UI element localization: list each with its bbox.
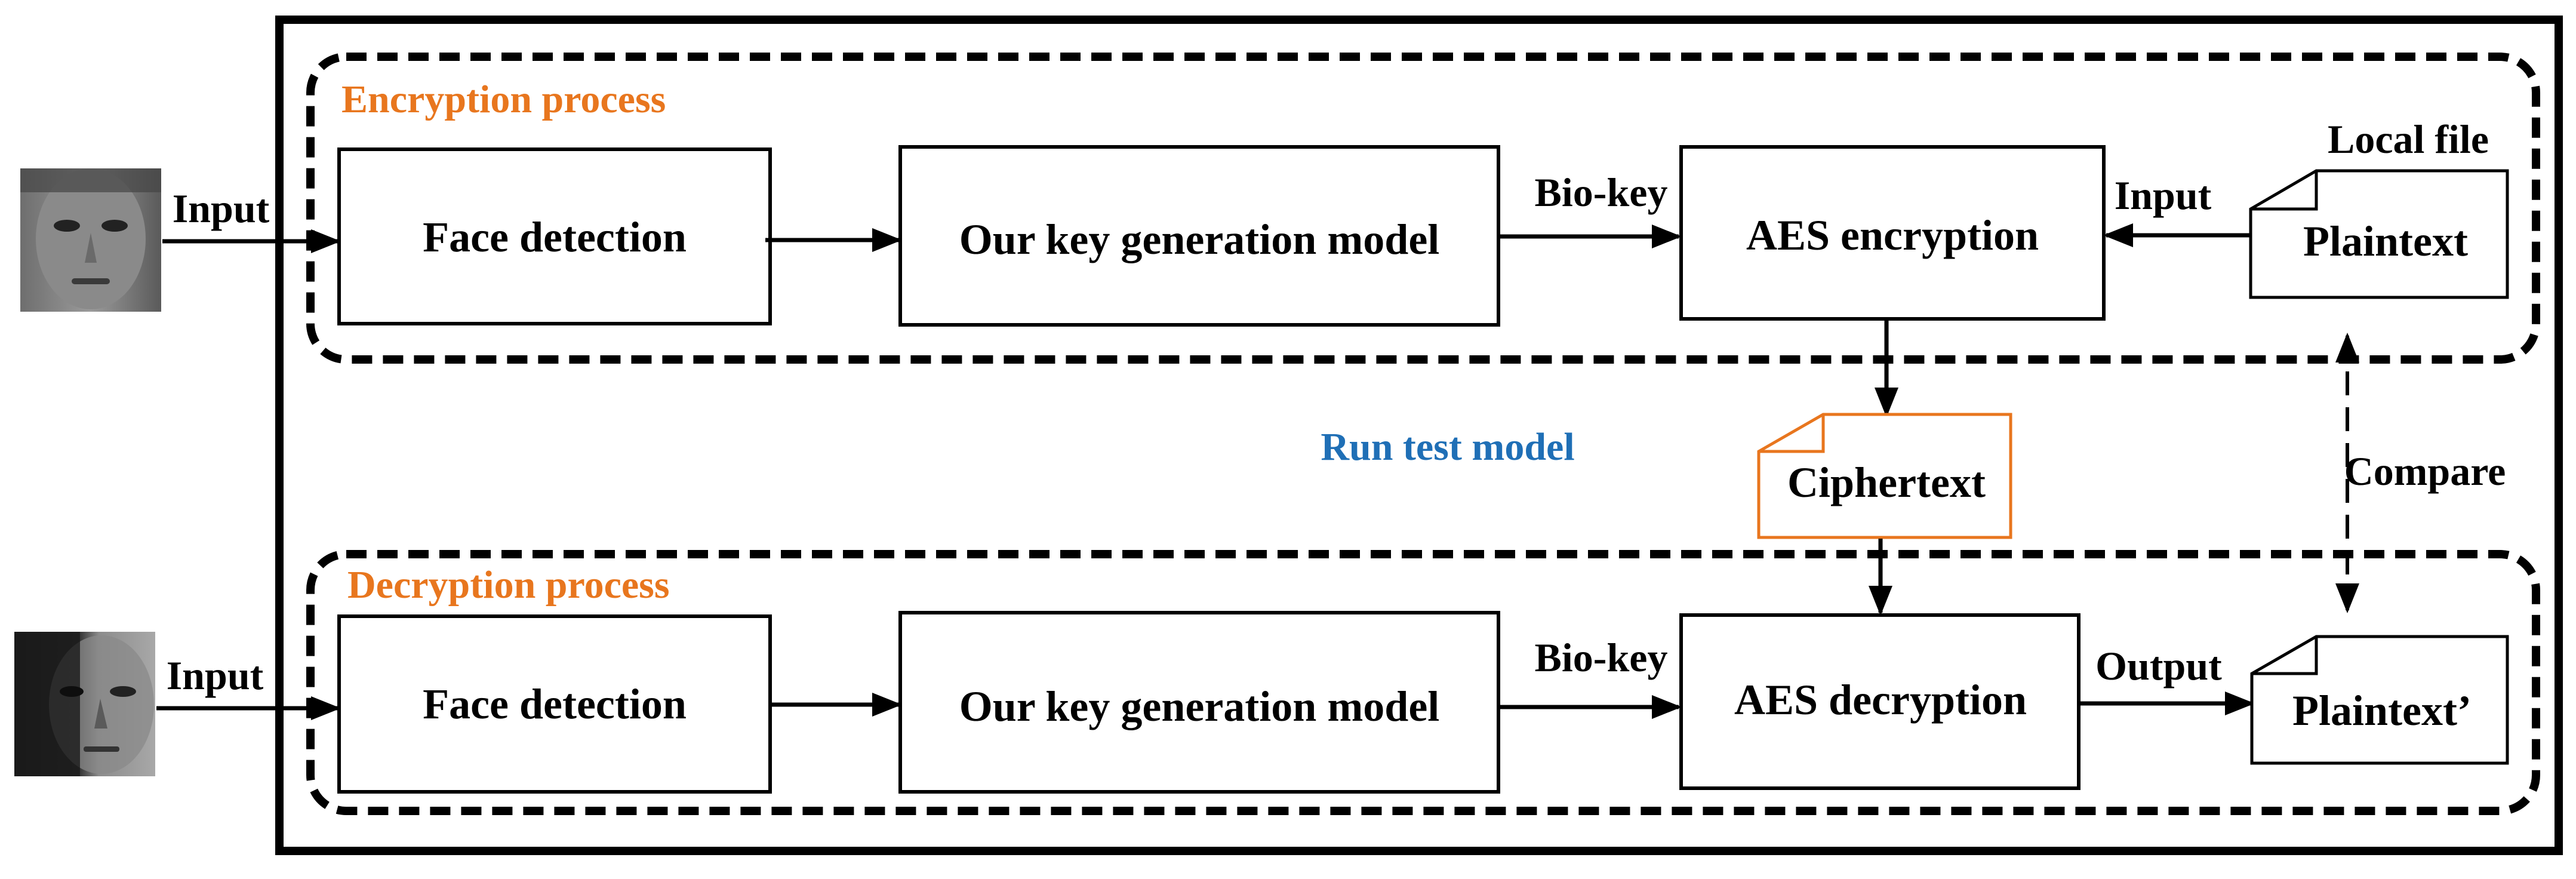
plaintext-document: Plaintext bbox=[2249, 169, 2509, 299]
decryption-group bbox=[306, 550, 2540, 815]
face-detection-box-top: Face detection bbox=[337, 147, 772, 325]
encryption-group bbox=[306, 53, 2540, 364]
key-model-box-top: Our key generation model bbox=[898, 145, 1500, 327]
decryption-biokey-label: Bio-key bbox=[1535, 635, 1668, 680]
key-model-box-bottom: Our key generation model bbox=[898, 611, 1500, 794]
compare-label: Compare bbox=[2344, 448, 2506, 494]
svg-text:Plaintext’: Plaintext’ bbox=[2292, 687, 2472, 734]
decryption-input-label: Input bbox=[167, 653, 264, 698]
svg-text:Face detection: Face detection bbox=[423, 680, 687, 728]
local-file-label: Local file bbox=[2328, 116, 2489, 162]
output-label: Output bbox=[2095, 643, 2222, 689]
outer-frame bbox=[275, 16, 2563, 855]
file-input-label: Input bbox=[2115, 173, 2212, 218]
svg-text:Our key generation model: Our key generation model bbox=[959, 683, 1440, 730]
face-photo-icon bbox=[14, 632, 155, 776]
svg-text:Face detection: Face detection bbox=[423, 213, 687, 261]
plaintext-prime-document: Plaintext’ bbox=[2250, 635, 2509, 765]
encryption-title: Encryption process bbox=[341, 78, 666, 121]
svg-text:Ciphertext: Ciphertext bbox=[1787, 459, 1986, 506]
svg-text:AES encryption: AES encryption bbox=[1746, 211, 2039, 259]
decryption-title: Decryption process bbox=[347, 563, 670, 607]
svg-text:Our key generation model: Our key generation model bbox=[959, 216, 1440, 263]
svg-text:AES decryption: AES decryption bbox=[1734, 676, 2027, 724]
face-detection-box-bottom: Face detection bbox=[337, 614, 772, 794]
aes-decryption-box: AES decryption bbox=[1679, 613, 2081, 790]
run-test-model-label: Run test model bbox=[1321, 425, 1574, 469]
face-photo-icon bbox=[20, 168, 161, 312]
svg-text:Plaintext: Plaintext bbox=[2303, 217, 2468, 265]
aes-encryption-box: AES encryption bbox=[1679, 145, 2106, 321]
encryption-biokey-label: Bio-key bbox=[1535, 170, 1668, 215]
encryption-input-label: Input bbox=[173, 186, 270, 231]
ciphertext-document: Ciphertext bbox=[1757, 413, 2012, 539]
